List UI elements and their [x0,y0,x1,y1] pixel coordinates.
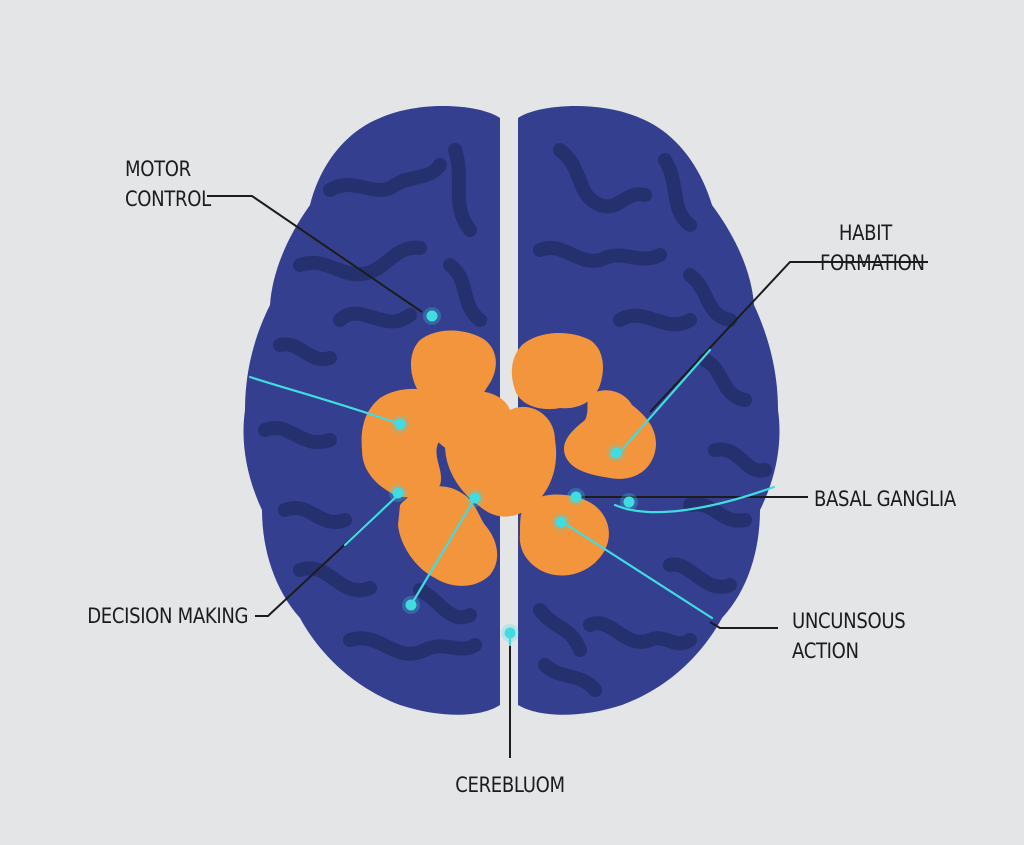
pointer-lines [248,348,776,647]
label-basal-ganglia-line1: BASAL GANGLIA [814,487,956,511]
pointer-dot [555,516,567,528]
pointer-dot [394,418,406,430]
label-uncunsous-action-line1: UNCUNSOUS [792,609,906,633]
basal-ganglia-lobe [443,390,557,517]
pointer-dot [469,492,481,504]
sulcus [343,631,482,661]
sulcus [258,421,337,449]
sulci-pattern [258,143,772,697]
label-motor-control-line1: MOTOR [125,157,191,181]
basal-ganglia-lobe [361,388,450,498]
label-uncunsous-action-line2: ACTION [792,639,859,663]
sulcus [278,501,352,529]
label-decision-making: DECISION MAKING [87,601,248,631]
sulcus [273,337,337,367]
label-basal-ganglia: BASAL GANGLIA [814,484,956,514]
sulcus [443,258,487,327]
sulcus [613,308,697,332]
pointer-line [613,485,776,514]
sulcus [538,658,602,697]
sulcus [293,240,427,282]
sulcus [533,241,667,268]
sulcus [533,603,587,657]
label-habit-formation-line2: FORMATION [820,251,925,275]
basal-ganglia-lobe [398,486,498,586]
sulcus [293,561,377,598]
pointer-dot [570,491,582,503]
label-uncunsous-action: UNCUNSOUS ACTION [792,606,906,666]
pointer-dot [405,599,417,611]
leader-line [709,621,778,629]
pointer-line [409,496,477,607]
leader-line [649,261,928,413]
sulcus [333,306,417,329]
label-habit-formation-line1: HABIT [838,221,892,245]
basal-ganglia-lobe [564,390,656,479]
sulcus [683,497,752,528]
pointer-line [559,519,714,620]
pointer-dots [389,307,638,642]
leader-lines [207,195,928,758]
pointer-dot [392,487,404,499]
basal-ganglia-lobe [511,333,603,410]
label-habit-formation: HABIT FORMATION [820,218,925,278]
sulcus [448,143,477,237]
pointer-dot [610,447,622,459]
pointer-dot [504,627,516,639]
basal-ganglia-lobe [519,494,609,576]
sulcus [323,158,447,197]
sulcus [658,153,697,232]
sulcus [708,442,772,478]
label-motor-control-line2: CONTROL [125,187,211,211]
pointer-line [248,375,402,426]
label-cerebluom-line1: CEREBLUOM [455,773,565,797]
sulcus [553,143,652,214]
sulcus [698,353,752,407]
basal-ganglia-region [361,330,656,586]
label-cerebluom: CEREBLUOM [441,770,579,800]
leader-line [207,195,423,313]
pointer-line [343,493,400,547]
sulcus [683,268,737,327]
label-motor-control: MOTOR CONTROL [125,154,211,214]
sulcus [413,583,477,625]
sulcus [583,616,697,651]
pointer-line [617,348,712,455]
label-decision-making-line1: DECISION MAKING [87,604,248,628]
pointer-dot [426,310,438,322]
pointer-dot [623,496,635,508]
sulcus [663,557,737,594]
